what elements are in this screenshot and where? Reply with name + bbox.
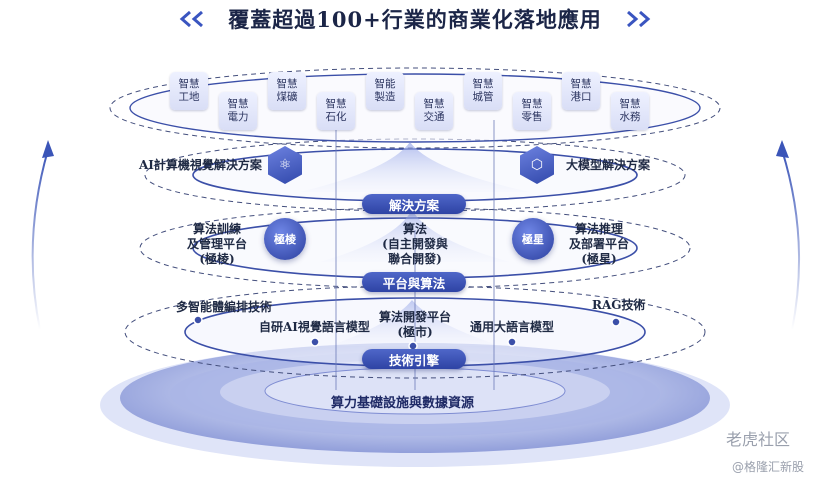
base-label: 算力基礎設施與數據資源: [331, 396, 475, 411]
left-cycle-arrow: [31, 149, 49, 331]
industry-tile: 智慧交通: [415, 92, 453, 130]
technology-pill: 技術引擎: [362, 349, 466, 369]
jiling-icon: 極棱: [264, 218, 306, 260]
algo-dev-line-1: 算法開發平台: [378, 310, 451, 324]
algorithm-line-3: 聯合開發): [388, 252, 442, 266]
industry-tile: 智慧石化: [317, 92, 355, 130]
industry-tile: 智慧水務: [611, 92, 649, 130]
industry-tile: 智慧煤礦: [268, 72, 306, 110]
platform-pill: 平台與算法: [362, 272, 466, 292]
cone-solutions: [300, 142, 530, 192]
jixing-icon: 極星: [512, 218, 554, 260]
industry-tile: 智慧港口: [562, 72, 600, 110]
algorithm-label: 算法 (自主開發與 聯合開發): [372, 222, 458, 267]
right-cycle-arrow: [781, 149, 800, 331]
llm-solution-label: 大模型解決方案: [566, 158, 651, 172]
page-title: 覆蓋超過100+行業的商業化落地應用: [228, 7, 602, 32]
inference-platform-line-3: (極星): [581, 252, 617, 266]
rag-label: RAG技術: [592, 298, 646, 312]
tech-dot-left: [193, 315, 203, 325]
inference-platform-line-2: 及部署平台: [568, 237, 629, 251]
right-arrow-head: [776, 140, 789, 158]
cv-solution-label: AI計算機視覺解決方案: [139, 158, 262, 172]
industries-ring-dash: [109, 67, 721, 149]
training-platform-line-3: (極棱): [199, 252, 235, 266]
right-chevrons-icon: [626, 10, 650, 28]
industry-tile: 智慧城管: [464, 72, 502, 110]
algorithm-line-1: 算法: [402, 222, 427, 236]
tech-dot-right: [611, 317, 621, 327]
solutions-pill: 解決方案: [362, 194, 466, 214]
llm-solution-icon: ⬡: [520, 146, 554, 184]
watermark-primary: 老虎社区: [726, 430, 791, 449]
industry-tile: 智能製造: [366, 72, 404, 110]
inference-platform-line-1: 算法推理: [574, 222, 623, 236]
tech-dot-mid-left: [310, 337, 320, 347]
llm-label: 通用大語言模型: [470, 320, 555, 334]
left-arrow-head: [42, 140, 54, 158]
algo-dev-line-2: (極市): [397, 325, 433, 339]
vlm-label: 自研AI視覺語言模型: [259, 320, 370, 334]
training-platform-line-1: 算法訓練: [192, 222, 241, 236]
algorithm-line-2: (自主開發與: [382, 237, 448, 251]
multi-agent-label: 多智能體編排技術: [176, 300, 273, 314]
industry-tile: 智慧工地: [170, 72, 208, 110]
industry-tile: 智慧電力: [219, 92, 257, 130]
industry-tile: 智慧零售: [513, 92, 551, 130]
title-row: 覆蓋超過100+行業的商業化落地應用: [0, 2, 830, 36]
training-platform-label: 算法訓練 及管理平台 (極棱): [180, 222, 254, 267]
inference-platform-label: 算法推理 及部署平台 (極星): [562, 222, 636, 267]
tech-dot-mid-right: [507, 337, 517, 347]
left-chevrons-icon: [180, 10, 204, 28]
watermark-secondary: @格隆汇新股: [732, 460, 805, 474]
algo-dev-platform-label: 算法開發平台 (極市): [372, 310, 458, 340]
training-platform-line-2: 及管理平台: [186, 237, 247, 251]
